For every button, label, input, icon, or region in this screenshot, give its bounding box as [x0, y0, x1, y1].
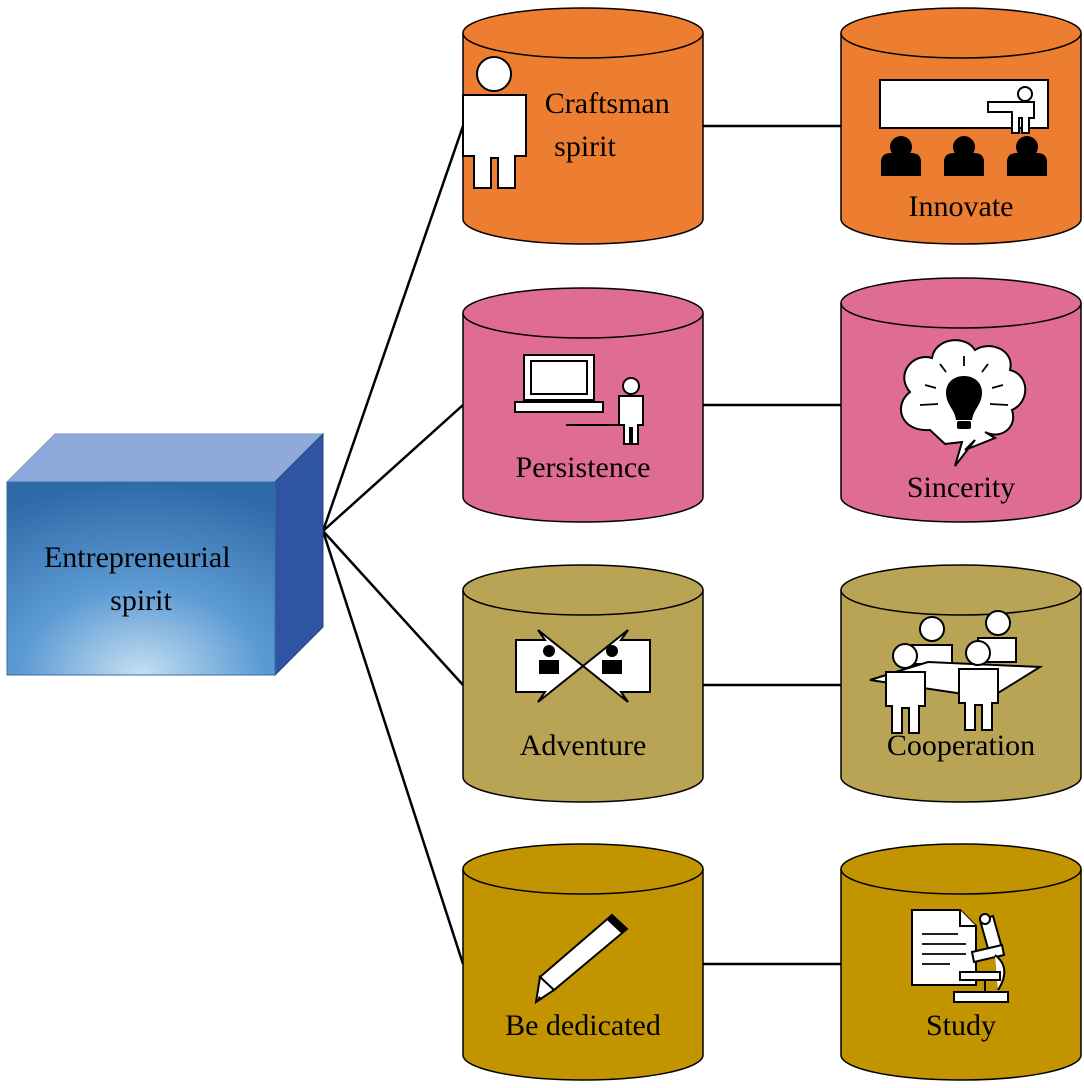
cylinder-top	[840, 277, 1082, 329]
cylinder-innovate: Innovate	[840, 7, 1082, 245]
meeting-icon	[869, 610, 1044, 734]
connector-root-persistence	[322, 404, 464, 532]
cylinder-sincerity: Sincerity	[840, 277, 1082, 523]
cylinder-label: Study	[926, 1009, 996, 1042]
connector-root-craftsman	[321, 125, 465, 532]
cylinder-persistence: Persistence	[462, 287, 704, 523]
cylinder-label-line-1: Sincerity	[907, 471, 1015, 504]
cylinder-top	[462, 7, 704, 59]
root-box-top-face	[5, 433, 325, 483]
cylinder-top	[840, 564, 1082, 616]
cylinder-label-line-1: Persistence	[516, 451, 651, 484]
cylinder-label: Innovate	[909, 190, 1014, 223]
cylinder-body	[462, 313, 704, 523]
idea-brain-icon	[899, 339, 1027, 467]
cylinder-top	[840, 7, 1082, 59]
cylinder-body	[462, 869, 704, 1081]
cylinder-label: Persistence	[516, 451, 651, 484]
cylinder-be-dedicated: Be dedicated	[462, 843, 704, 1081]
root-box: Entrepreneurial spirit	[5, 432, 325, 677]
connectors	[321, 124, 841, 966]
cylinder-label-line-1: Innovate	[909, 190, 1014, 223]
pencil-icon	[534, 913, 629, 1005]
root-label-line-1: Entrepreneurial	[44, 541, 231, 574]
cylinder-craftsman-spirit: Craftsman spirit	[462, 7, 704, 245]
cylinder-body	[462, 33, 704, 245]
cylinder-top	[840, 843, 1082, 895]
cylinder-top	[462, 564, 704, 616]
cylinder-label-line-1: Cooperation	[887, 729, 1035, 762]
cylinder-label: Be dedicated	[505, 1009, 661, 1042]
connector-root-dedicated	[321, 530, 465, 965]
cylinder-label: Sincerity	[907, 471, 1015, 504]
cylinder-label-line-1: Adventure	[520, 729, 647, 762]
person-icon	[462, 56, 527, 189]
laptop-presenter-icon	[514, 354, 644, 445]
cylinder-label: Cooperation	[887, 729, 1035, 762]
cylinder-adventure: Adventure	[462, 564, 704, 803]
cylinder-cooperation: Cooperation	[840, 564, 1082, 803]
cylinder-top	[462, 843, 704, 895]
root-label-line-2: spirit	[110, 584, 172, 617]
cylinder-label-line-1: Study	[926, 1009, 996, 1042]
cylinder-label: Craftsman spirit	[545, 87, 677, 163]
cylinder-label: Adventure	[520, 729, 647, 762]
root-label: Entrepreneurial spirit	[44, 541, 238, 617]
cylinder-top	[462, 287, 704, 339]
cylinder-body	[462, 590, 704, 803]
cylinder-label-line-2: spirit	[554, 130, 616, 163]
microscope-document-icon	[911, 909, 1009, 1003]
root-box-front-face	[6, 481, 276, 676]
cylinder-label-line-1: Craftsman	[545, 87, 670, 120]
connector-root-adventure	[322, 530, 464, 686]
classroom-icon	[879, 79, 1049, 176]
cylinder-study: Study	[840, 843, 1082, 1081]
cylinder-label-line-1: Be dedicated	[505, 1009, 661, 1042]
crossroads-icon	[515, 629, 651, 703]
